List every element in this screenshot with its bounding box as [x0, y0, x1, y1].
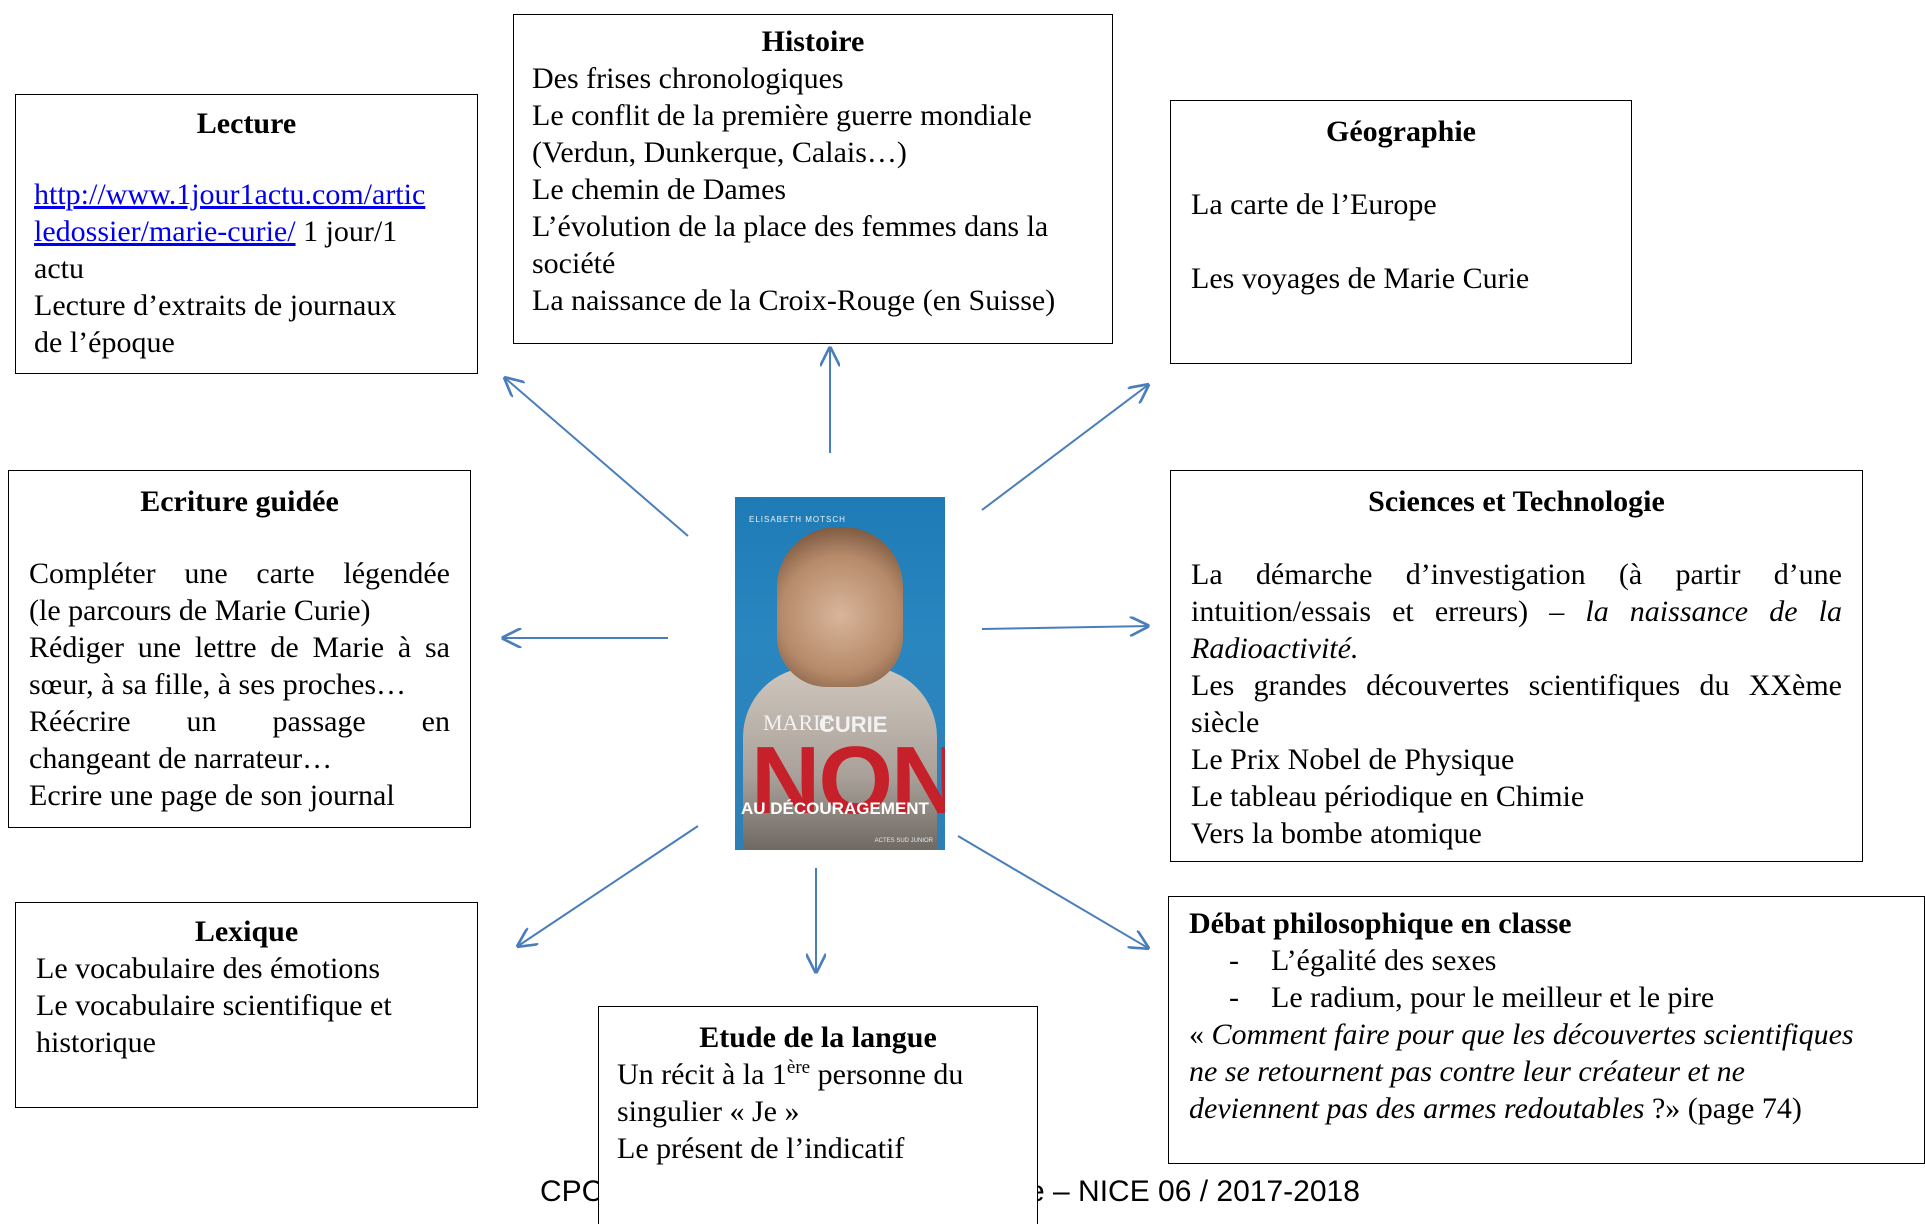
lexique-line: Le vocabulaire des émotions [36, 952, 381, 985]
debat-quote-line1: « Comment faire pour que les découvertes… [1189, 1018, 1854, 1051]
ecriture-line: sœur, à sa fille, à ses proches… [29, 668, 407, 701]
arrow-to-lexique [518, 825, 699, 946]
book-title-non: NON [751, 727, 945, 834]
book-portrait-face [777, 527, 903, 687]
histoire-title: Histoire [761, 25, 865, 58]
lexique-line: historique [36, 1026, 156, 1059]
ecriture-line: Compléter une carte légendée [29, 557, 450, 590]
book-portrait-body [743, 667, 937, 850]
ecriture-line: (le parcours de Marie Curie) [29, 594, 371, 627]
sciences-line3: Radioactivité. [1191, 632, 1359, 665]
arrow-to-lecture [505, 378, 689, 537]
sciences-line1: La démarche d’investigation (à partir d’… [1191, 558, 1842, 591]
ecriture-title: Ecriture guidée [140, 485, 339, 518]
ecriture-line: Ecrire une page de son journal [29, 779, 395, 812]
lecture-line3: actu [34, 252, 84, 285]
book-author: ELISABETH MOTSCH [749, 515, 846, 524]
debat-box: Débat philosophique en classe -L’égalité… [1168, 896, 1925, 1164]
histoire-line: Des frises chronologiques [532, 62, 844, 95]
arrow-to-debat [957, 835, 1148, 948]
histoire-line: (Verdun, Dunkerque, Calais…) [532, 136, 907, 169]
sciences-title: Sciences et Technologie [1368, 485, 1665, 518]
langue-line1: Un récit à la 1ère personne du [617, 1057, 964, 1091]
debat-bullet: -L’égalité des sexes [1229, 944, 1497, 977]
debat-quote-line3: deviennent pas des armes redoutables ?» … [1189, 1092, 1802, 1125]
histoire-line: Le conflit de la première guerre mondial… [532, 99, 1032, 132]
ecriture-line: Rédiger une lettre de Marie à sa [29, 631, 450, 664]
book-title-curie: CURIE [819, 712, 888, 737]
book-title-decouragement: AU DÉCOURAGEMENT [741, 799, 929, 818]
ecriture-line: Réécrire un passage en [29, 705, 450, 738]
geographie-box: Géographie La carte de l’Europe Les voya… [1170, 100, 1632, 364]
histoire-line: société [532, 247, 616, 280]
lexique-line: Le vocabulaire scientifique et [36, 989, 392, 1022]
geographie-title: Géographie [1326, 115, 1476, 148]
histoire-line: Le chemin de Dames [532, 173, 787, 206]
arrow-to-geographie [981, 385, 1148, 511]
geographie-line: Les voyages de Marie Curie [1191, 262, 1530, 295]
sciences-line4: Les grandes découvertes scientifiques du… [1191, 669, 1842, 702]
sciences-line2: intuition/essais et erreurs) – la naissa… [1191, 595, 1842, 628]
langue-box: Etude de la langue Un récit à la 1ère pe… [598, 1006, 1038, 1224]
geographie-line: La carte de l’Europe [1191, 188, 1437, 221]
book-title-marie: MARIE [763, 710, 834, 735]
sciences-box: Sciences et Technologie La démarche d’in… [1170, 470, 1863, 862]
lecture-link-suffix: 1 jour/1 [295, 215, 398, 248]
langue-line2: singulier « Je » [617, 1095, 800, 1128]
footer-right: e – NICE 06 / 2017-2018 [1028, 1175, 1360, 1208]
book-publisher: ACTES SUD JUNIOR [874, 838, 933, 844]
debat-title: Débat philosophique en classe [1189, 907, 1572, 940]
lexique-box: Lexique Le vocabulaire des émotions Le v… [15, 902, 478, 1108]
histoire-box: Histoire Des frises chronologiques Le co… [513, 14, 1113, 344]
debat-quote-line2: ne se retournent pas contre leur créateu… [1189, 1055, 1745, 1088]
langue-line3: Le présent de l’indicatif [617, 1132, 905, 1165]
debat-bullet: -Le radium, pour le meilleur et le pire [1229, 981, 1715, 1014]
histoire-line: La naissance de la Croix-Rouge (en Suiss… [532, 284, 1056, 317]
histoire-line: L’évolution de la place des femmes dans … [532, 210, 1049, 243]
langue-title: Etude de la langue [699, 1021, 937, 1054]
lecture-line5: de l’époque [34, 326, 175, 359]
lexique-title: Lexique [194, 915, 299, 948]
arrow-to-sciences [981, 626, 1148, 629]
sciences-line8: Vers la bombe atomique [1191, 817, 1482, 850]
lecture-title: Lecture [196, 107, 297, 140]
sciences-line6: Le Prix Nobel de Physique [1191, 743, 1515, 776]
ecriture-line: changeant de narrateur… [29, 742, 333, 775]
book-cover-image: ELISABETH MOTSCH MARIE CURIE NON AU DÉCO… [735, 497, 945, 850]
lecture-line4: Lecture d’extraits de journaux [34, 289, 397, 322]
ecriture-box: Ecriture guidée Compléter une carte lége… [8, 470, 471, 828]
sciences-line7: Le tableau périodique en Chimie [1191, 780, 1585, 813]
sciences-line5: siècle [1191, 706, 1260, 739]
